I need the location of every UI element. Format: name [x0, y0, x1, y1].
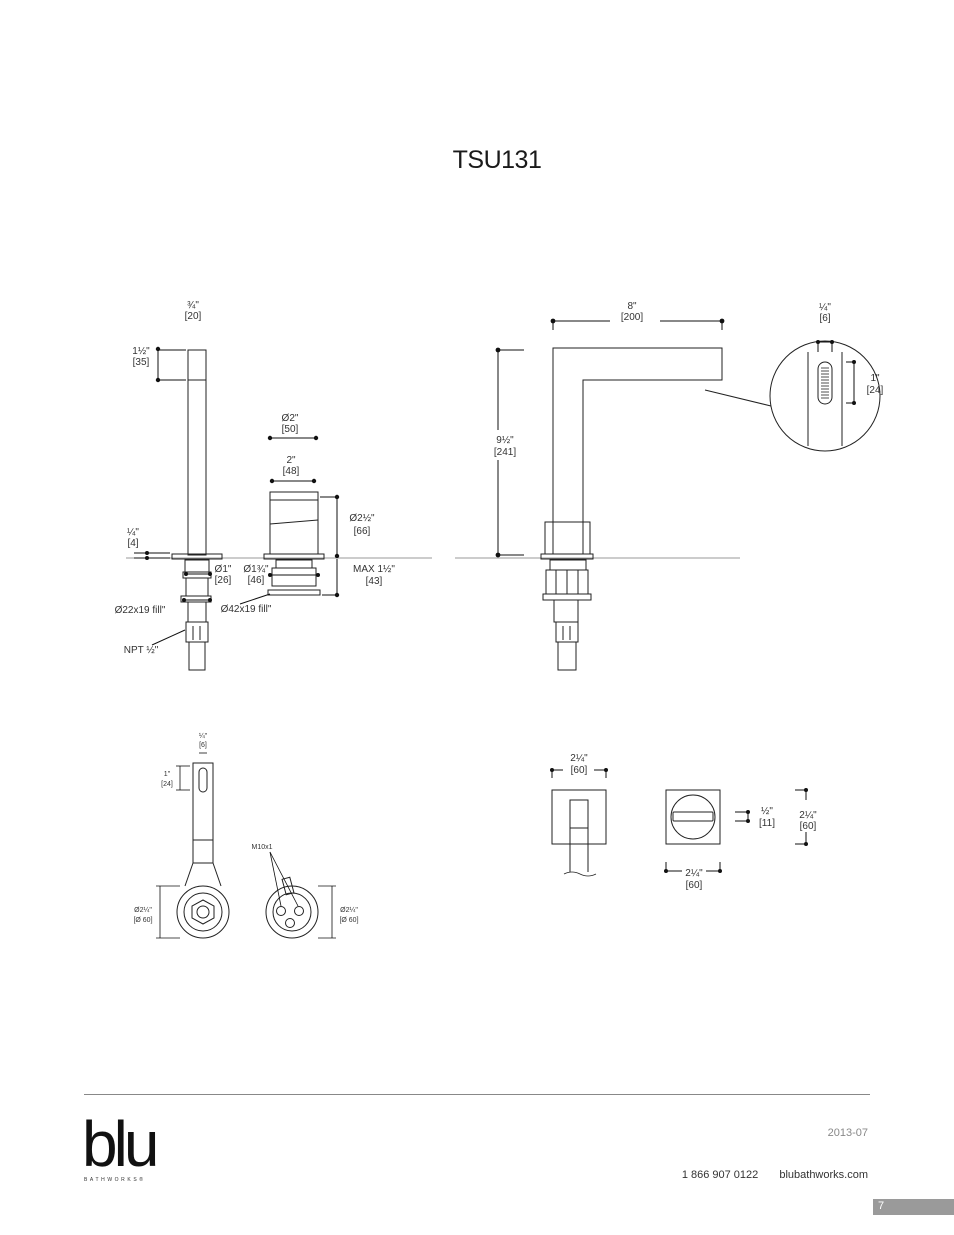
- brand-name: blu: [82, 1108, 156, 1180]
- dim-npt: NPT ½": [124, 645, 159, 656]
- spout-lower-shank: [187, 601, 207, 623]
- detail-leader: [704, 389, 772, 407]
- dim-spout-top-width: ¾": [187, 300, 199, 311]
- dim-height: 9½": [496, 435, 514, 446]
- knob-circle: [670, 794, 716, 840]
- left-elevation: [126, 346, 432, 671]
- dim-valve-diameter-mm: [46]: [248, 575, 265, 586]
- page-title: TSU131: [452, 146, 542, 174]
- footer-divider: [84, 1094, 870, 1095]
- dim-knob-gap: ½": [761, 806, 773, 817]
- page-number-box: 7: [873, 1199, 954, 1215]
- dim-handle-width-mm: [48]: [283, 466, 300, 477]
- valve-thread: [271, 567, 317, 587]
- phone-number: 1 866 907 0122: [681, 1169, 759, 1181]
- dim-base-left: Ø2¼": [134, 907, 152, 914]
- website-link[interactable]: blubathworks.com: [779, 1169, 868, 1181]
- dim-plate-thickness-mm: [4]: [127, 538, 138, 549]
- contact-info: 1 866 907 0122 blubathworks.com: [664, 1169, 868, 1181]
- dim-handle-height: Ø2½": [349, 513, 375, 524]
- dim-bottom-length-mm: [24]: [161, 781, 173, 788]
- spout-base-plate: [171, 553, 223, 560]
- handle-base-plate: [263, 553, 325, 560]
- dim-knob-height-mm: [60]: [800, 821, 817, 832]
- dim-aerator-width: ¼": [819, 301, 831, 313]
- side-shank: [549, 559, 587, 571]
- dim-aerator-width-mm: [6]: [819, 313, 830, 324]
- square-handle-side: [550, 768, 608, 877]
- dim-handle-width: 2": [286, 455, 296, 466]
- front-view: [156, 752, 230, 939]
- aerator-detail-circle: [769, 340, 881, 452]
- spout-connector: [185, 621, 209, 643]
- side-spout: [552, 347, 723, 555]
- spout-tube: [187, 349, 207, 556]
- dim-plate-thickness: ¼": [127, 526, 139, 538]
- dim-knob-width-mm: [60]: [686, 880, 703, 891]
- right-elevation: [455, 318, 881, 671]
- dim-handle-height-mm: [66]: [354, 526, 371, 537]
- stud-bottom: [285, 918, 295, 928]
- front-base-circle: [176, 885, 230, 939]
- dim-base-right: Ø2¼": [340, 907, 358, 914]
- spout-shank: [184, 559, 210, 573]
- dim-thread-large: Ø42x19 fill": [221, 604, 272, 615]
- side-base-plate: [540, 553, 594, 560]
- dim-reach: 8": [627, 301, 637, 312]
- technical-drawing: ¾" [20] 1½" [35] Ø2" [50] 2" [48] Ø2½" […: [115, 300, 884, 939]
- dim-handle-diameter-mm: [50]: [282, 424, 299, 435]
- dim-bottom-width-mm: [6]: [199, 742, 207, 749]
- stud-left: [276, 906, 286, 916]
- dim-bottom-length: 1": [164, 771, 171, 778]
- dim-shank-diameter: Ø1": [215, 564, 232, 575]
- dim-base-left-mm: [Ø 60]: [133, 917, 152, 924]
- underside-view: [265, 851, 336, 939]
- dim-shank-diameter-mm: [26]: [215, 575, 232, 586]
- dim-max-deck-mm: [43]: [366, 576, 383, 587]
- dim-knob-height: 2¼": [799, 809, 817, 821]
- side-washer: [542, 593, 592, 601]
- side-hose: [557, 641, 577, 671]
- brand-logo: blu BATHWORKS®: [82, 1108, 172, 1191]
- square-plate-side: [551, 789, 607, 845]
- dim-valve-diameter: Ø1¾": [243, 564, 269, 575]
- dim-m10: M10x1: [251, 844, 272, 851]
- valve-nut: [267, 589, 321, 596]
- aerator-outline: [817, 361, 833, 405]
- front-aerator: [198, 767, 208, 793]
- dim-knob-gap-mm: [11]: [759, 818, 775, 829]
- dim-square-width: 2¼": [570, 752, 588, 764]
- page-number: 7: [878, 1200, 885, 1212]
- brand-subtitle: BATHWORKS®: [84, 1176, 146, 1183]
- dim-reach-mm: [200]: [621, 312, 643, 323]
- square-plate-front: [665, 789, 721, 845]
- dim-aerator-length: 1": [870, 373, 880, 384]
- dim-bottom-width: ¼": [199, 733, 208, 740]
- dim-aerator-length-mm: [24]: [867, 385, 884, 396]
- dim-spout-tip-mm: [35]: [133, 357, 150, 368]
- dim-height-mm: [241]: [494, 447, 516, 458]
- hex-nut: [191, 899, 215, 925]
- dim-max-deck: MAX 1½": [353, 564, 395, 575]
- side-lower-shank: [553, 599, 579, 623]
- dim-spout-top-width-mm: [20]: [185, 311, 202, 322]
- front-spout: [192, 762, 214, 864]
- dim-base-right-mm: [Ø 60]: [339, 917, 358, 924]
- document-date: 2013-07: [827, 1127, 868, 1139]
- knob-lever: [672, 811, 714, 822]
- dim-thread-small: Ø22x19 fill": [115, 605, 166, 616]
- blu-logo-mark: blu BATHWORKS®: [82, 1108, 160, 1183]
- square-handle-front: [664, 788, 808, 873]
- dim-spout-tip: 1½": [132, 346, 150, 357]
- side-connector: [555, 621, 579, 643]
- stud-right: [294, 906, 304, 916]
- dim-handle-diameter: Ø2": [282, 413, 299, 424]
- spout-hose: [188, 641, 206, 671]
- dim-square-width-mm: [60]: [571, 765, 588, 776]
- valve-body: [275, 559, 313, 569]
- spout-thread: [185, 577, 209, 597]
- dim-knob-width: 2¼": [685, 867, 703, 879]
